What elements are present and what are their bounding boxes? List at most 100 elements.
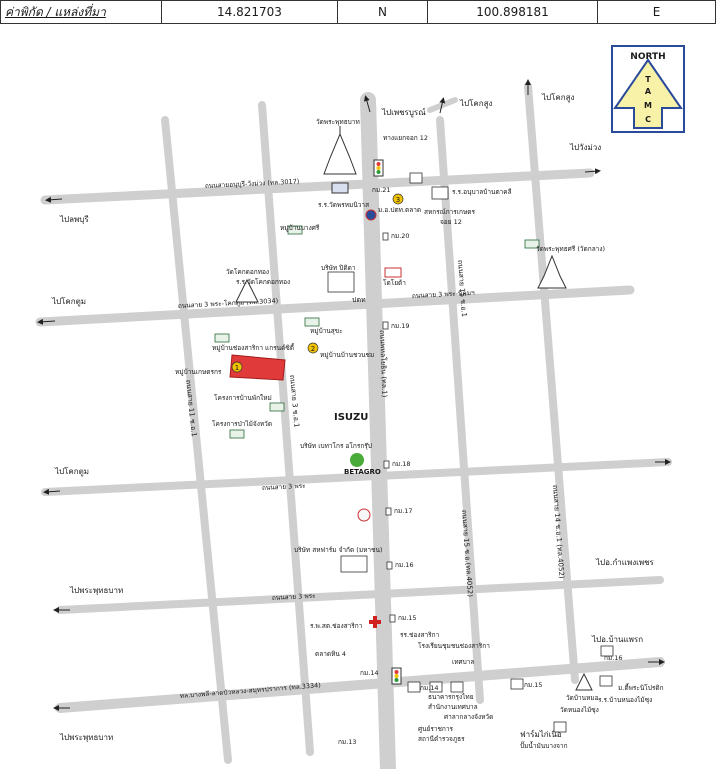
north-letter-t: T <box>645 75 651 84</box>
road-v-left <box>161 116 232 764</box>
arrow-khoksung <box>439 97 446 114</box>
dest-khoksung: ไปโคกสูง <box>459 98 492 109</box>
road-label-south: ถนนสาย 3 พระ <box>272 592 316 602</box>
label-coop: สหกรณ์การเกษตร <box>424 208 475 216</box>
marker-2-icon <box>307 342 319 354</box>
label-wat-right: วัดพระพุทธศรี (วัดกลาง) <box>536 245 605 253</box>
coordinate-header: ค่าพิกัด / แหล่งที่มา 14.821703 N 100.89… <box>0 0 716 24</box>
ptt-station-icon <box>365 209 377 221</box>
road-khoktum <box>41 458 672 496</box>
label-house1: โครงการบ้านพักใหม่ <box>214 394 272 402</box>
temple-icon <box>235 126 593 691</box>
label-village-top: หมู่บ้านบางศรี <box>280 224 320 232</box>
cp-logo-icon <box>357 508 371 522</box>
betagro-label: BETAGRO <box>344 468 381 476</box>
label-gov: สำนักงานเทศบาล <box>428 703 478 711</box>
label-km14: กม.14 <box>360 669 379 677</box>
label-bottom-gas: ปั๊มน้ำมันบางจาก <box>520 741 568 750</box>
dest-khoktum2: ไปโคกตูม <box>54 466 89 477</box>
road-label-v1: ถนนสาย 11 ช.อ.1 <box>184 379 198 437</box>
label-school-far3: วัดหนองไม้ซุง <box>560 706 599 714</box>
label-betagro-co: บริษัท เบทาโกร อโกรกรุ๊ป <box>300 442 372 450</box>
traffic-light-icon <box>373 159 402 685</box>
longitude-direction: E <box>652 5 661 19</box>
toyota-logo-icon <box>384 267 402 278</box>
longitude-value: 100.898181 <box>428 1 598 23</box>
label-factory2: บริษัท สหฟาร์ม จำกัด (มหาชน) <box>294 546 382 554</box>
location-map: NORTH T A M C 1 2 3 ถนนสายอนุบุรี-วังม่ว… <box>35 45 685 769</box>
road-label-v5: ถนนสาย 15 ช.อ.(ทล.4052) <box>460 510 474 598</box>
label-school: ร.ร.วัดพรหมนิวาส <box>318 201 369 209</box>
label-house2: โครงการป่าไม้จังหวัด <box>212 420 272 428</box>
dest-sichon: ไปอ.กำแพงเพชร <box>595 558 655 567</box>
building-icon <box>407 172 614 733</box>
label-village-left: หมู่บ้านช่องสาริกา แกรนด์ซิตี้ <box>212 343 295 352</box>
label-km14b: กม.14 <box>420 684 439 692</box>
dest-khoksung2: ไปโคกสูง <box>541 92 574 103</box>
label-coop2: จอย 12 <box>440 218 462 226</box>
label-market: ตลาดหิน 4 <box>315 650 346 658</box>
arrow-wangmuang <box>584 168 601 175</box>
marker-1-icon <box>231 361 243 373</box>
house-icon <box>214 225 540 439</box>
label-shop: ร.ร.อนุบาลบ้านตาคลี <box>452 188 512 196</box>
dest-wangmuang: ไปวังม่วง <box>569 143 601 152</box>
north-letter-a: A <box>645 87 652 96</box>
label-bank2: ธนาคารกรุงไทย <box>428 693 474 701</box>
arrow-phetchabun <box>363 95 371 113</box>
marker-3-label: 3 <box>396 196 400 204</box>
label-km19: กม.19 <box>391 322 410 330</box>
label-village-mid: หมู่บ้านสุขะ <box>310 327 343 335</box>
label-wat-top: วัดพระพุทธบาท <box>316 118 360 126</box>
road-v-right1 <box>436 116 484 704</box>
dest-phetchabun: ไปเพชรบูรณ์ <box>381 107 426 118</box>
label-km20: กม.20 <box>391 232 410 240</box>
ptt-sign-label: ปตท <box>352 296 366 304</box>
label-pcenter: ศูนย์ราชการ <box>418 725 454 733</box>
label-school-far2: ร.ร.บ้านหนองไม้ซุง <box>598 696 652 704</box>
label-hospital: ร.พ.สต.ช่องสาริกา <box>310 622 363 630</box>
label-wat-far: วัดบ้านหมอ <box>566 694 599 702</box>
betagro-logo-icon <box>350 453 364 467</box>
road-3034 <box>35 285 635 327</box>
label-km18: กม.18 <box>392 460 411 468</box>
factory-icon <box>327 186 449 573</box>
dest-nongdon: ฟาร์มไก่เนื้อ <box>520 728 562 739</box>
road-label-1: ถนนพหลโยธิน (ทล.1) <box>378 330 389 398</box>
road-v-ne <box>427 97 458 113</box>
header-title: ค่าพิกัด / แหล่งที่มา <box>1 1 162 23</box>
label-police: สถานีตำรวจภูธร <box>418 735 465 743</box>
label-post: ศาลากลางจังหวัด <box>444 713 493 721</box>
dest-sao-hai: ไปอ.บ้านแพรก <box>591 635 643 644</box>
road-label-3034b: ถนนสาย 3 พระ <box>262 482 306 492</box>
label-village2: หมู่บ้านบ้านชวนชม <box>320 351 374 359</box>
label-km13: กม.13 <box>338 738 357 746</box>
marker-1-label: 1 <box>235 364 239 372</box>
label-km15: กม.15 <box>398 614 417 622</box>
flag-icon <box>331 182 349 194</box>
label-km17: กม.17 <box>394 507 413 515</box>
site-area <box>229 354 286 381</box>
dest-phraputthabat: ไปพระพุทธบาท <box>69 586 123 595</box>
north-word: NORTH <box>630 52 665 62</box>
road-3017 <box>40 168 595 205</box>
latitude-direction: N <box>338 1 428 23</box>
label-school4: โรงเรียนชุมชนช่องสาริกา <box>418 642 490 650</box>
dest-khoktum1: ไปโคกตูม <box>51 296 86 307</box>
label-km16b: กม.16 <box>604 654 623 662</box>
dest-phraputthabat2: ไปพระพุทธบาท <box>59 733 113 742</box>
label-ptt: ม.อ.ปตท.ตลาด <box>378 206 421 214</box>
label-km16: กม.16 <box>395 561 414 569</box>
label-kiosk: ทางแยกจอก 12 <box>383 134 428 142</box>
north-letter-m: M <box>644 101 652 110</box>
dest-lopburi: ไปลพบุรี <box>59 215 89 224</box>
label-km21: กม.21 <box>372 186 391 194</box>
label-site: หมู่บ้านเกษตรกร <box>175 368 222 376</box>
road-label-v3: ถนนสาย 15 ช.อ.1 <box>456 260 468 318</box>
arrow-lopburi <box>45 196 63 203</box>
km-post-icon <box>382 232 396 623</box>
north-letter-c: C <box>645 115 651 124</box>
road-label-r-kongkin: ถนนสาย 3 พระ-นิคมฯ <box>412 289 476 300</box>
label-school3: รร.ช่องสาริกา <box>400 631 440 639</box>
label-school-far: ม.ตี้พระนิโปรดิก <box>618 683 664 692</box>
